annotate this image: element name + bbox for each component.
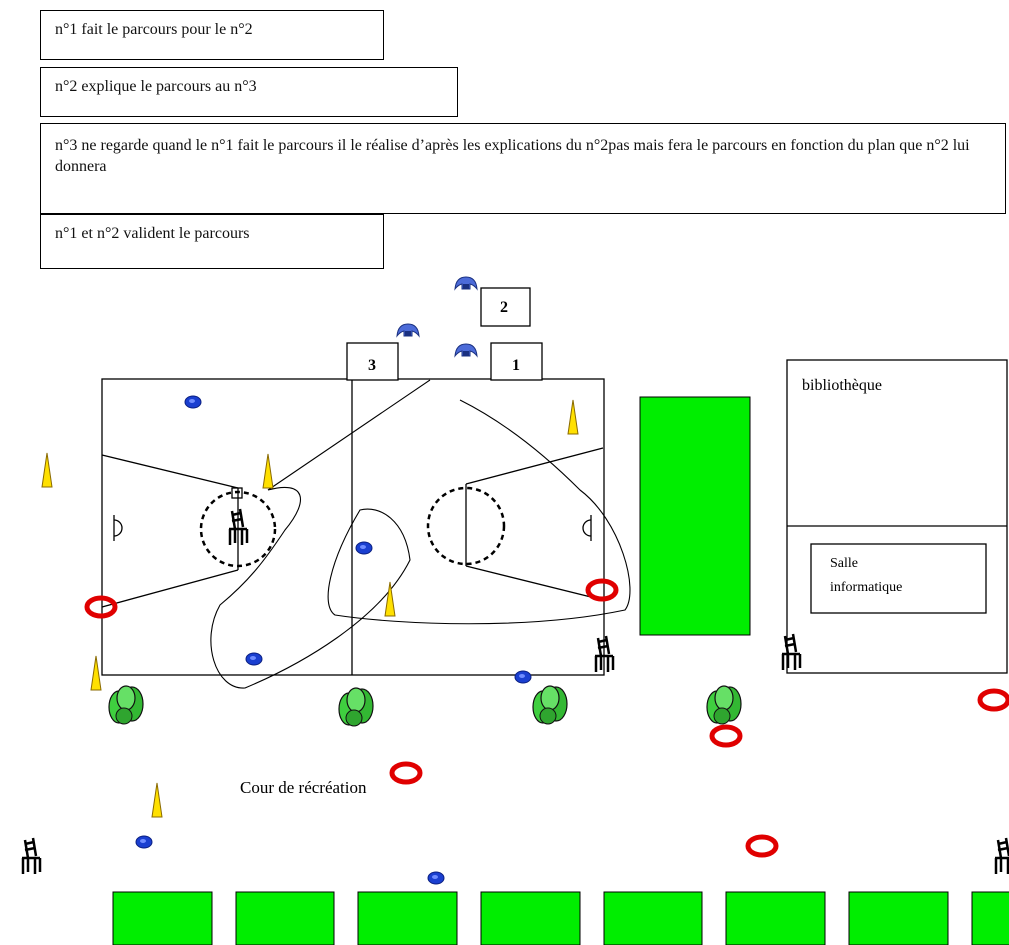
hoop-icon <box>588 581 616 599</box>
hoop-icon <box>87 598 115 616</box>
bush-icon <box>532 685 568 725</box>
bush-icon <box>338 687 374 727</box>
cap-icon <box>454 276 478 290</box>
cone-icon <box>41 452 53 488</box>
cone-icon <box>90 655 102 691</box>
computer-room-label-line2: informatique <box>830 580 902 595</box>
cap-icon <box>396 323 420 337</box>
hoop-icon <box>748 837 776 855</box>
library-building <box>786 359 1008 674</box>
instruction-step-2: n°2 explique le parcours au n°3 <box>40 67 458 117</box>
hoop-icon <box>392 764 420 782</box>
plot-icon <box>245 652 263 666</box>
cap-icon <box>454 343 478 357</box>
bush-icon <box>108 685 144 725</box>
instruction-step-3: n°3 ne regarde quand le n°1 fait le parc… <box>40 123 1006 214</box>
plot-icon <box>514 670 532 684</box>
computer-room-label-line1: Salle <box>830 556 858 571</box>
player-2-label: 2 <box>500 299 508 316</box>
plot-icon <box>135 835 153 849</box>
player-1-label: 1 <box>512 357 520 374</box>
bush-icon <box>706 685 742 725</box>
plot-icon <box>184 395 202 409</box>
hoop-icon <box>712 727 740 745</box>
instruction-step-1: n°1 fait le parcours pour le n°2 <box>40 10 384 60</box>
grass-row <box>112 891 1009 945</box>
court <box>101 378 605 676</box>
player-boxes <box>346 287 543 381</box>
instruction-step-4: n°1 et n°2 valident le parcours <box>40 214 384 269</box>
grass-area <box>639 396 751 636</box>
chair-icon <box>993 836 1009 876</box>
plot-icon <box>427 871 445 885</box>
library-label: bibliothèque <box>802 377 882 394</box>
route-path <box>210 379 631 689</box>
cone-icon <box>151 782 163 818</box>
cone-icon <box>262 453 274 489</box>
chair-icon <box>20 836 42 876</box>
cone-icon <box>384 581 396 617</box>
playground-label: Cour de récréation <box>240 778 367 797</box>
plot-icon <box>355 541 373 555</box>
hoop-icon <box>980 691 1008 709</box>
cone-icon <box>567 399 579 435</box>
player-3-label: 3 <box>368 357 376 374</box>
